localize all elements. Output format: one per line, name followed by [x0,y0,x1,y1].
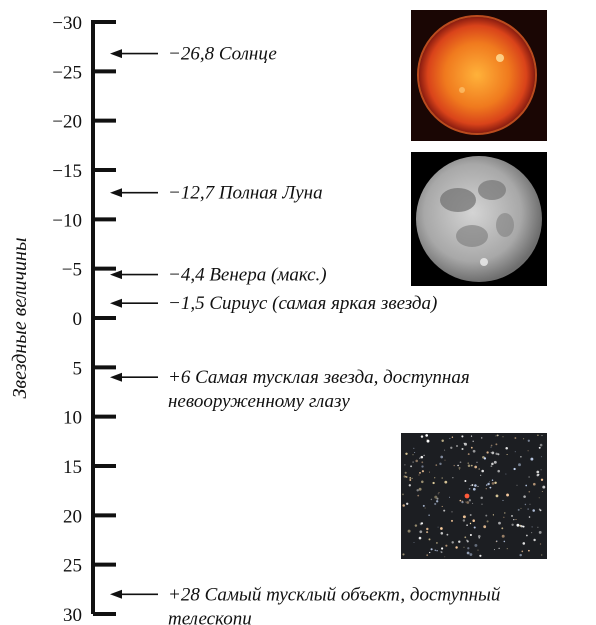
tick-label: −10 [52,210,82,231]
annotation-label-continued: невооруженному глазу [168,391,350,412]
tick-label: 20 [63,506,82,527]
tick-label: 0 [73,309,83,330]
annotation-arrowhead [110,589,122,599]
annotation-arrowhead [110,372,122,382]
tick-label: 25 [63,556,82,577]
starfield-image [401,433,547,559]
annotation-arrowhead [110,270,122,280]
tick-label: −5 [62,260,82,281]
axis-tick-labels: −30 −25 −20 −15 −10 −5 0 5 10 15 20 25 30 [52,13,82,625]
tick-label: −30 [52,13,82,34]
axis-ticks [93,20,116,616]
annotation-arrowhead [110,188,122,198]
tick-label: −20 [52,112,82,133]
sun-image [411,10,547,141]
moon-image [411,152,547,286]
annotation-label: +6 Самая тусклая звезда, доступная [168,367,470,388]
annotation-label: +28 Самый тусклый объект, доступный [168,584,501,605]
tick-label: 30 [63,605,82,625]
tick-label: −25 [52,62,82,83]
annotation-label: −1,5 Сириус (самая яркая звезда) [168,293,437,314]
annotation-label: −12,7 Полная Луна [168,183,323,204]
tick-label: −15 [52,161,82,182]
annotations: −26,8 Солнце −12,7 Полная Луна −4,4 Венера… [168,44,501,625]
tick-label: 5 [73,358,83,379]
annotation-label-continued: телескопи [168,608,252,625]
annotation-arrowhead [110,298,122,308]
annotation-label: −26,8 Солнце [168,44,277,65]
annotation-arrowhead [110,49,122,59]
magnitude-axis: −30 −25 −20 −15 −10 −5 0 5 10 15 20 25 30 [52,13,116,625]
tick-label: 15 [63,457,82,478]
tick-label: 10 [63,408,82,429]
annotation-arrows [110,49,158,599]
axis-title: Звездные величины [9,238,31,399]
annotation-label: −4,4 Венера (макс.) [168,265,327,286]
